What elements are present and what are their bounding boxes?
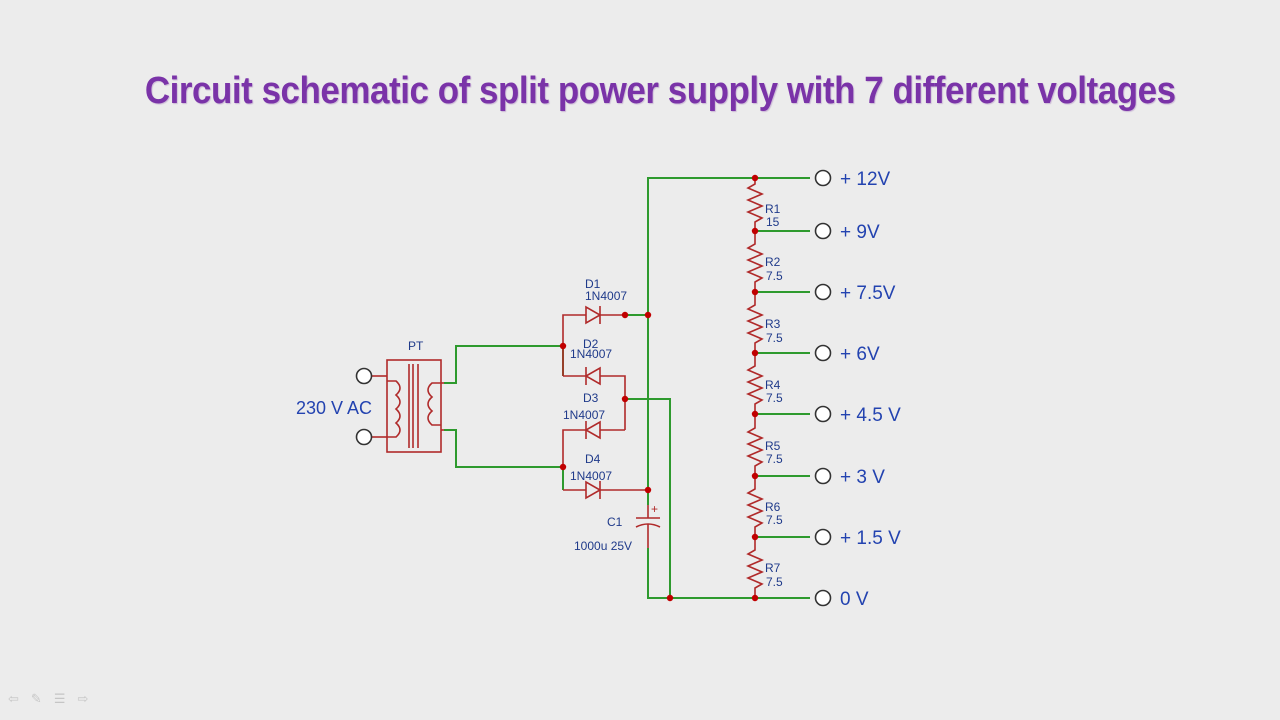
r4-value: 7.5 <box>766 391 783 405</box>
output-label-6v: + 6V <box>840 344 880 365</box>
diode-bridge <box>562 305 648 500</box>
r7-value: 7.5 <box>766 575 783 589</box>
resistor-r5 <box>745 414 765 476</box>
resistor-ladder <box>745 178 765 598</box>
page-title: Circuit schematic of split power supply … <box>144 70 1176 112</box>
junction-dots <box>559 174 759 602</box>
d1-part: 1N4007 <box>585 289 627 303</box>
output-label-1-5v: + 1.5 V <box>840 528 901 549</box>
output-terminal <box>814 589 832 607</box>
r1-ref: R1 <box>765 202 781 216</box>
d4-ref: D4 <box>585 452 601 466</box>
output-label-7-5v: + 7.5V <box>840 283 896 304</box>
transformer-ref: PT <box>408 339 424 353</box>
d3-ref: D3 <box>583 391 599 405</box>
capacitor-polarity: + <box>651 502 658 516</box>
r2-ref: R2 <box>765 255 781 269</box>
r6-value: 7.5 <box>766 513 783 527</box>
d4-part: 1N4007 <box>570 469 612 483</box>
output-terminal <box>814 344 832 362</box>
prev-slide-icon[interactable]: ⇦ <box>8 692 19 707</box>
r6-ref: R6 <box>765 500 781 514</box>
output-label-4-5v: + 4.5 V <box>840 405 901 426</box>
r5-value: 7.5 <box>766 452 783 466</box>
output-label-12v: + 12V <box>840 169 891 190</box>
resistor-r7 <box>745 537 765 598</box>
resistor-r3 <box>745 292 765 353</box>
resistor-r1 <box>745 178 765 231</box>
r7-ref: R7 <box>765 561 781 575</box>
capacitor <box>635 505 661 548</box>
r5-ref: R5 <box>765 439 781 453</box>
ac-input-label: 230 V AC <box>296 398 372 418</box>
d2-ref: D2 <box>583 337 599 351</box>
d1-ref: D1 <box>585 277 601 291</box>
menu-icon[interactable]: ☰ <box>53 692 66 707</box>
c1-value: 1000u 25V <box>574 539 632 553</box>
r2-value: 7.5 <box>766 269 783 283</box>
output-terminal <box>814 528 832 546</box>
r3-ref: R3 <box>765 317 781 331</box>
r4-ref: R4 <box>765 378 781 392</box>
ac-input-terminal <box>355 367 373 385</box>
output-label-0v: 0 V <box>840 589 869 610</box>
output-terminal <box>814 405 832 423</box>
output-label-9v: + 9V <box>840 222 880 243</box>
d3-part: 1N4007 <box>563 408 605 422</box>
d2-part: 1N4007 <box>570 347 612 361</box>
output-terminal <box>814 283 832 301</box>
output-terminals <box>814 169 832 607</box>
next-slide-icon[interactable]: ⇨ <box>77 692 89 707</box>
resistor-r4 <box>745 353 765 414</box>
output-terminal <box>814 467 832 485</box>
ac-input-terminal <box>355 428 373 446</box>
r3-value: 7.5 <box>766 331 783 345</box>
output-terminal <box>814 222 832 240</box>
c1-ref: C1 <box>607 515 623 529</box>
r1-value: 15 <box>766 215 780 229</box>
resistor-r2 <box>745 231 765 292</box>
output-label-3v: + 3 V <box>840 467 885 488</box>
pen-icon[interactable]: ✎ <box>30 692 42 707</box>
slide-nav-controls[interactable]: ⇦ ✎ ☰ ⇨ <box>8 692 88 710</box>
output-terminal <box>814 169 832 187</box>
resistor-r6 <box>745 476 765 537</box>
transformer <box>372 359 444 453</box>
